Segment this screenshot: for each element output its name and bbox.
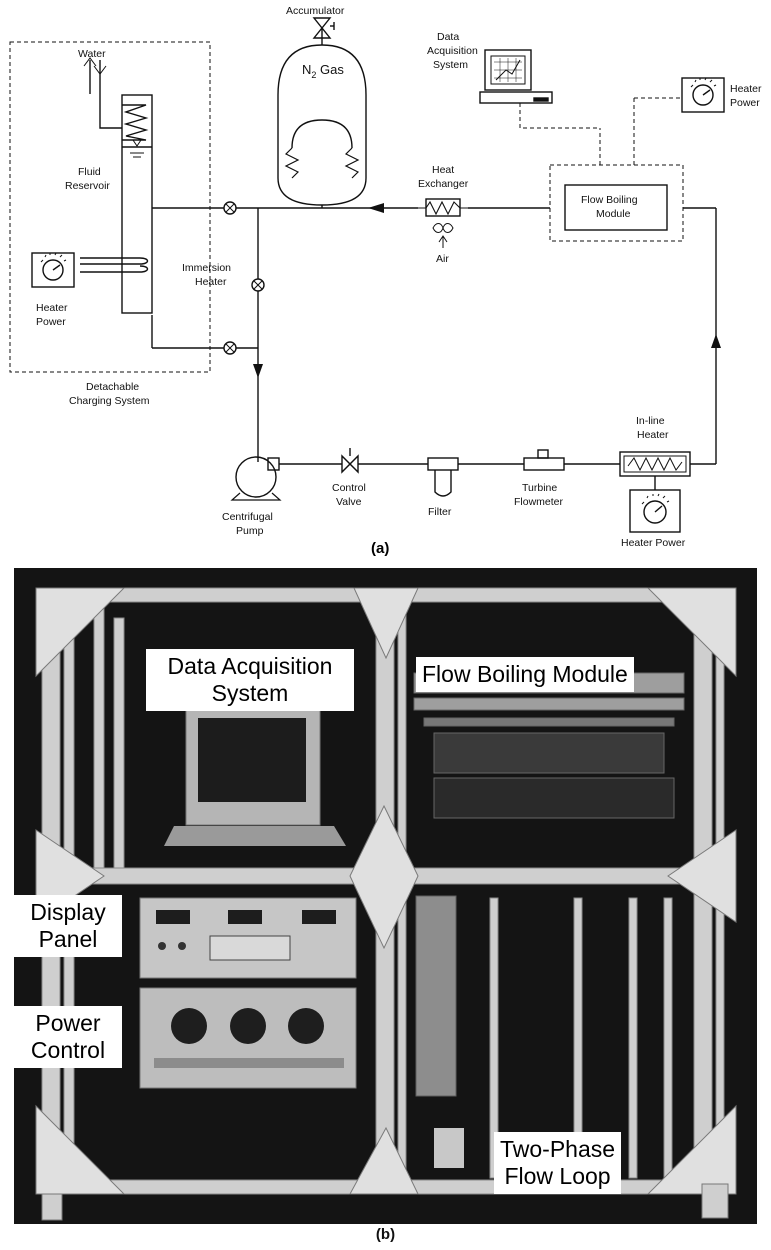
photo-label-two-phase-flow-loop: Two-Phase Flow Loop (494, 1132, 621, 1194)
label-air: Air (436, 253, 449, 265)
label-heat-exchanger: Heat (432, 164, 454, 176)
label-filter: Filter (428, 506, 452, 518)
immersion-heater-coil-icon (80, 258, 148, 272)
label-heater-power-right: Heater (730, 83, 762, 95)
label-water: Water (78, 48, 106, 60)
heater-power-dial-bottom (630, 490, 680, 532)
computer-icon (480, 50, 600, 128)
flow-loop-schematic: Water Fluid Reservoir Heater Power Immer… (0, 0, 771, 560)
power-control-hardware (140, 988, 356, 1088)
centrifugal-pump-icon (232, 457, 280, 500)
label-accumulator: Accumulator (286, 5, 345, 17)
label-flowmeter: Flowmeter (514, 496, 564, 508)
laptop-icon (164, 703, 346, 846)
photo-label-daq: Data Acquisition System (146, 649, 354, 711)
label-daq: System (433, 59, 468, 71)
label-heater-power-left: Heater (36, 302, 68, 314)
ball-valve-icon (224, 342, 236, 354)
caption-b: (b) (0, 1226, 771, 1243)
heater-power-dial-left (32, 253, 74, 287)
accumulator-valve-icon (314, 18, 334, 45)
label-n2-gas: N2 Gas (302, 62, 344, 80)
label-inline-heater: In-line (636, 415, 665, 427)
label-daq: Data (437, 31, 459, 43)
label-control-valve: Control (332, 482, 366, 494)
heat-exchanger-icon (418, 199, 468, 248)
label-heater-power-right: Power (730, 97, 760, 109)
caption-a: (a) (371, 540, 389, 557)
test-rig-drawing (14, 568, 757, 1224)
label-fluid-reservoir: Fluid (78, 166, 101, 178)
flow-arrow-left (368, 203, 384, 213)
label-heater-power-left: Power (36, 316, 66, 328)
label-immersion-heater: Heater (195, 276, 227, 288)
condenser-coil-icon (122, 105, 146, 140)
test-rig-photo: Data Acquisition System Flow Boiling Mod… (14, 568, 757, 1224)
heater-power-dial-right (682, 78, 724, 112)
flow-arrow-up (711, 334, 721, 348)
ball-valve-icon (252, 279, 264, 291)
label-flow-boiling-module: Module (596, 208, 631, 220)
photo-label-power-control: Power Control (14, 1006, 122, 1068)
label-flowmeter: Turbine (522, 482, 557, 494)
label-heater-power-bottom: Heater Power (621, 537, 686, 549)
display-panel-hardware (140, 898, 356, 978)
inline-heater-icon (620, 452, 690, 490)
label-flow-boiling-module: Flow Boiling (581, 194, 638, 206)
flow-arrow-down (253, 364, 263, 378)
label-heat-exchanger: Exchanger (418, 178, 469, 190)
turbine-flowmeter-icon (524, 450, 564, 470)
label-fluid-reservoir: Reservoir (65, 180, 110, 192)
filter-icon (428, 458, 458, 496)
label-charging-system: Charging System (69, 395, 150, 407)
photo-label-flow-boiling-module: Flow Boiling Module (416, 657, 634, 692)
photo-label-display-panel: Display Panel (14, 895, 122, 957)
label-daq: Acquisition (427, 45, 478, 57)
label-pump: Centrifugal (222, 511, 273, 523)
ball-valve-icon (224, 202, 236, 214)
label-control-valve: Valve (336, 496, 362, 508)
control-valve-icon (342, 448, 358, 472)
label-charging-system: Detachable (86, 381, 139, 393)
label-immersion-heater: Immersion (182, 262, 231, 274)
label-inline-heater: Heater (637, 429, 669, 441)
label-pump: Pump (236, 525, 264, 537)
level-indicator-icon (133, 140, 141, 146)
